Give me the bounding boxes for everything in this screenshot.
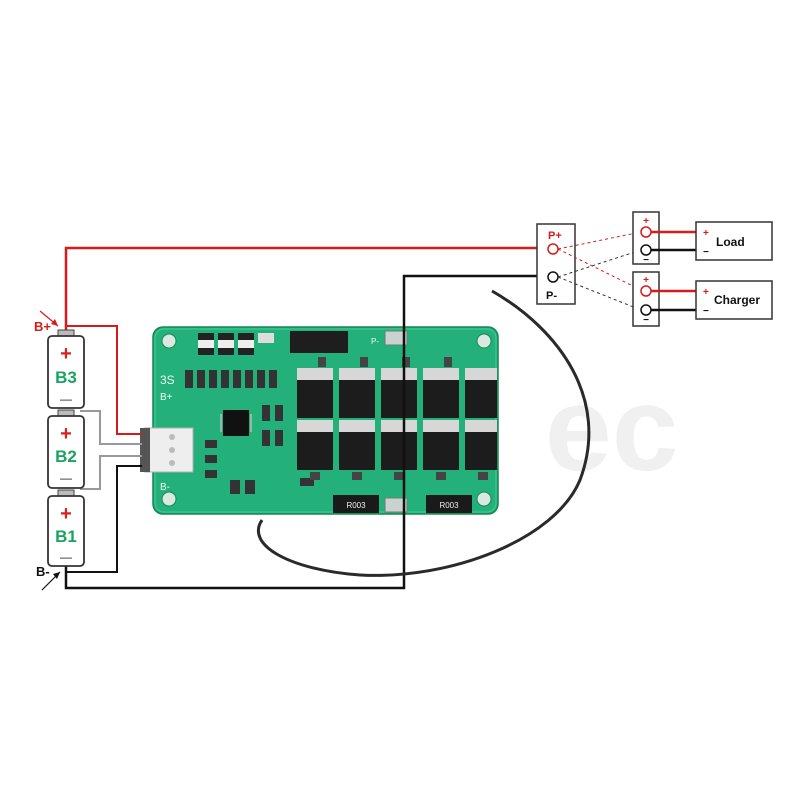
bplus-label: B+ <box>34 319 51 334</box>
bminus-label: B- <box>36 564 50 579</box>
svg-text:+: + <box>60 503 72 525</box>
load-box: + − Load <box>695 221 773 261</box>
svg-text:+: + <box>703 287 709 298</box>
p-minus-terminal <box>547 271 559 283</box>
svg-text:—: — <box>60 392 72 406</box>
load-label: Load <box>716 235 745 249</box>
svg-text:−: − <box>643 255 649 266</box>
resistor-label-1: R003 <box>346 501 366 510</box>
svg-text:−: − <box>643 315 649 326</box>
load-connector: + − <box>632 211 696 266</box>
watermark: ec <box>545 362 678 496</box>
svg-text:—: — <box>60 471 72 485</box>
svg-text:+: + <box>643 216 649 227</box>
battery-cell-b2: + B2 — <box>47 409 85 489</box>
pack-terminal-block: P+ P- <box>536 223 576 305</box>
charger-label: Charger <box>714 293 760 307</box>
svg-text:+: + <box>60 343 72 365</box>
silk-bplus: B+ <box>160 392 173 403</box>
svg-text:B2: B2 <box>55 447 77 466</box>
balance-wires <box>66 325 142 573</box>
charger-connector: + − <box>632 271 696 327</box>
svg-text:+: + <box>643 275 649 286</box>
battery-cell-b1: + B1 — <box>47 489 85 567</box>
svg-text:−: − <box>703 247 709 258</box>
silk-bminus: B- <box>160 482 170 493</box>
svg-text:B3: B3 <box>55 368 77 387</box>
svg-text:B1: B1 <box>55 527 77 546</box>
svg-text:+: + <box>60 423 72 445</box>
p-plus-label: P+ <box>548 230 562 242</box>
charger-box: + − Charger <box>695 280 773 320</box>
negative-wire <box>64 274 552 590</box>
svg-text:−: − <box>703 306 709 317</box>
silk-p: P- <box>371 337 379 346</box>
positive-wire <box>64 246 552 336</box>
p-plus-terminal <box>547 243 559 255</box>
resistor-label-2: R003 <box>439 501 459 510</box>
svg-text:+: + <box>703 228 709 239</box>
ntc-thermistor-wire <box>256 289 591 577</box>
battery-cell-b3: + B3 — <box>47 329 85 409</box>
svg-text:—: — <box>60 550 72 564</box>
dotted-connections <box>557 231 642 311</box>
silk-3s: 3S <box>160 373 175 387</box>
bms-board: R003 R003 3S B+ B- P- <box>140 326 499 515</box>
p-minus-label: P- <box>546 290 557 302</box>
